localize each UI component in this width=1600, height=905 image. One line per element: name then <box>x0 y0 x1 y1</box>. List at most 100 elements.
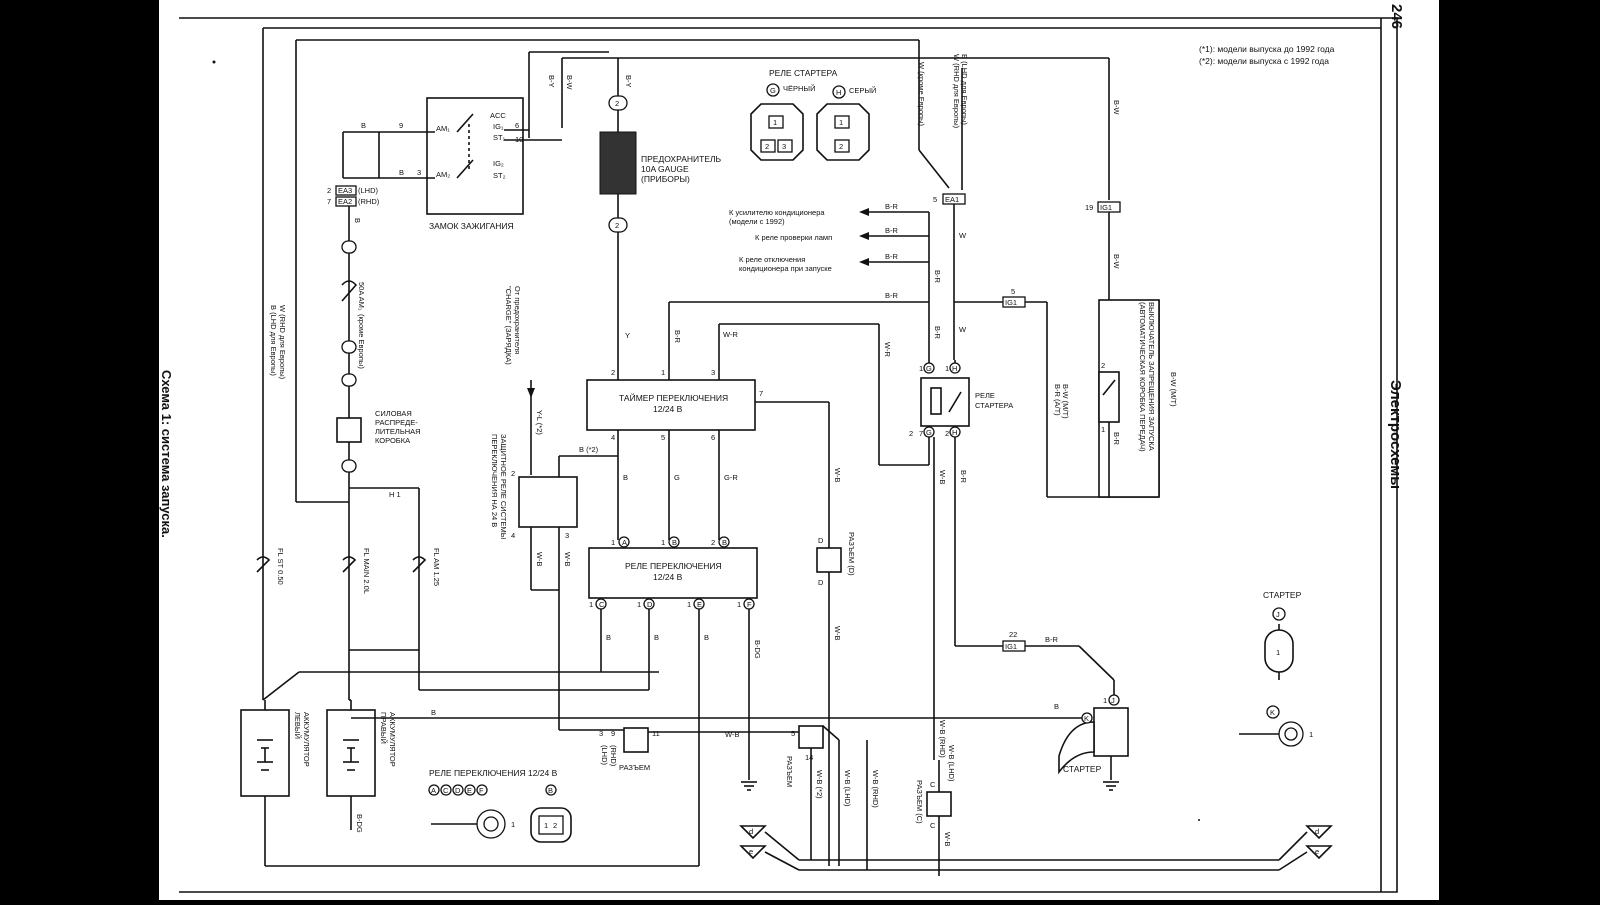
svg-text:A: A <box>622 538 627 547</box>
svg-text:2: 2 <box>1101 361 1105 370</box>
svg-text:W-R: W-R <box>883 342 892 357</box>
svg-text:3: 3 <box>417 168 421 177</box>
svg-text:ЧЁРНЫЙ: ЧЁРНЫЙ <box>783 84 815 93</box>
svg-text:1: 1 <box>1276 648 1280 657</box>
svg-text:РЕЛЕ ПЕРЕКЛЮЧЕНИЯ: РЕЛЕ ПЕРЕКЛЮЧЕНИЯ <box>625 561 722 571</box>
svg-text:W-B (*2): W-B (*2) <box>815 770 824 799</box>
svg-text:C: C <box>599 600 605 609</box>
svg-text:2: 2 <box>615 99 619 108</box>
svg-text:W-B: W-B <box>535 552 544 566</box>
fuse-gauge-symbol <box>599 131 637 195</box>
svg-text:B (LHD для Европы): B (LHD для Европы) <box>269 305 278 376</box>
svg-text:D: D <box>818 536 824 545</box>
svg-text:H: H <box>952 364 957 373</box>
page-number: 246 <box>1388 4 1405 29</box>
svg-text:9: 9 <box>399 121 403 130</box>
ignition-switch-box <box>426 97 524 215</box>
svg-text:W-B: W-B <box>833 468 842 482</box>
svg-text:d: d <box>1315 827 1319 836</box>
svg-text:4: 4 <box>611 433 615 442</box>
svg-text:B: B <box>704 633 709 642</box>
svg-text:e: e <box>1315 847 1319 856</box>
svg-text:W-B (LHD): W-B (LHD) <box>843 770 852 807</box>
svg-text:W-B: W-B <box>725 730 739 739</box>
svg-text:H: H <box>952 428 957 437</box>
svg-text:5: 5 <box>791 729 795 738</box>
svg-text:B (*2): B (*2) <box>579 445 599 454</box>
svg-text:2: 2 <box>711 538 715 547</box>
starter-relay-box <box>920 377 970 427</box>
svg-text:2: 2 <box>945 429 949 438</box>
svg-text:H 1: H 1 <box>389 490 401 499</box>
svg-text:W-B (LHD): W-B (LHD) <box>947 745 956 782</box>
svg-text:G: G <box>674 473 680 482</box>
svg-text:G: G <box>926 428 932 437</box>
svg-text:(LHD): (LHD) <box>358 186 379 195</box>
svg-text:D: D <box>455 786 461 795</box>
svg-text:РАЗЪЕМ: РАЗЪЕМ <box>619 763 650 772</box>
svg-text:7: 7 <box>919 429 923 438</box>
svg-text:5: 5 <box>661 433 665 442</box>
fl-main <box>342 556 357 573</box>
svg-text:(модели с 1992): (модели с 1992) <box>729 217 785 226</box>
svg-text:РАЗЪЕМ: РАЗЪЕМ <box>785 756 794 787</box>
svg-text:J: J <box>1111 696 1115 705</box>
svg-text:"CHARGE" (ЗАРЯДКА): "CHARGE" (ЗАРЯДКА) <box>504 286 513 365</box>
svg-text:1: 1 <box>511 820 515 829</box>
svg-text:1: 1 <box>737 600 741 609</box>
svg-text:1: 1 <box>611 538 615 547</box>
svg-text:W: W <box>959 231 967 240</box>
note-1: (*1): модели выпуска до 1992 года <box>1199 44 1335 54</box>
svg-text:2: 2 <box>553 821 557 830</box>
svg-text:AM₂: AM₂ <box>436 170 450 179</box>
svg-text:EA1: EA1 <box>945 195 959 204</box>
svg-text:H: H <box>836 88 841 97</box>
svg-text:2: 2 <box>765 142 769 151</box>
svg-text:IG₂: IG₂ <box>493 159 504 168</box>
svg-text:C: C <box>443 786 449 795</box>
svg-text:10A GAUGE: 10A GAUGE <box>641 164 689 174</box>
svg-text:e: e <box>749 847 753 856</box>
svg-text:B-R: B-R <box>1112 432 1121 446</box>
svg-text:9: 9 <box>611 729 615 738</box>
svg-text:F: F <box>747 600 752 609</box>
switch-relay-box <box>588 547 758 599</box>
svg-text:B-W: B-W <box>1112 100 1121 116</box>
svg-text:1: 1 <box>1309 730 1313 739</box>
ground-symbol <box>741 781 757 791</box>
svg-text:1: 1 <box>661 538 665 547</box>
svg-text:B-DG: B-DG <box>753 640 762 659</box>
svg-text:1: 1 <box>839 118 843 127</box>
svg-text:11: 11 <box>652 729 660 738</box>
starter-motor <box>1093 707 1129 757</box>
svg-text:B-W: B-W <box>565 75 574 91</box>
svg-text:G-R: G-R <box>724 473 738 482</box>
svg-text:От предохранителя: От предохранителя <box>513 286 522 354</box>
svg-text:ST₂: ST₂ <box>493 171 506 180</box>
svg-text:EA2: EA2 <box>338 197 352 206</box>
svg-text:ВЫКЛЮЧАТЕЛЬ ЗАПРЕЩЕНИЯ ЗАПУСКА: ВЫКЛЮЧАТЕЛЬ ЗАПРЕЩЕНИЯ ЗАПУСКА <box>1147 302 1156 451</box>
svg-text:4: 4 <box>511 531 515 540</box>
relay-h-connector <box>816 103 870 161</box>
svg-text:C: C <box>930 780 936 789</box>
starter-label: СТАРТЕР <box>1063 764 1102 774</box>
fuse-am1-symbol <box>341 280 358 302</box>
svg-text:3: 3 <box>782 142 786 151</box>
svg-text:B-DG: B-DG <box>355 814 364 833</box>
svg-text:J: J <box>1276 610 1280 619</box>
starter-relay-connectors-title: РЕЛЕ СТАРТЕРА <box>769 68 838 78</box>
svg-text:B-R: B-R <box>933 270 942 284</box>
svg-text:22: 22 <box>1009 630 1017 639</box>
ignition-contact-2 <box>456 159 474 179</box>
svg-text:АККУМУЛЯТОР: АККУМУЛЯТОР <box>388 712 397 767</box>
svg-text:(кроме Европы): (кроме Европы) <box>357 314 366 369</box>
svg-text:B: B <box>606 633 611 642</box>
switch-relay-letters: A C D E F B <box>428 784 557 796</box>
svg-text:1: 1 <box>687 600 691 609</box>
svg-text:19: 19 <box>1085 203 1093 212</box>
svg-text:W: W <box>959 325 967 334</box>
svg-text:B-R: B-R <box>959 470 968 484</box>
svg-text:B-W: B-W <box>1112 254 1121 270</box>
svg-text:ACC: ACC <box>490 111 506 120</box>
svg-text:1: 1 <box>637 600 641 609</box>
